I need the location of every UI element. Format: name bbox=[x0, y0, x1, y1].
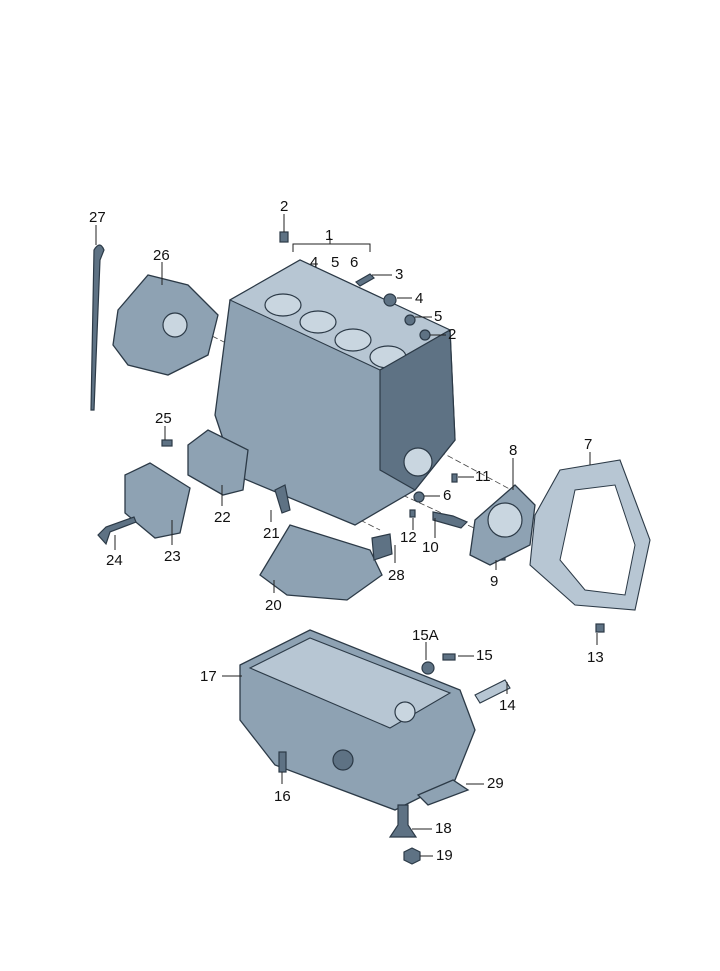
label-24: 24 bbox=[106, 552, 123, 569]
label-20: 20 bbox=[265, 597, 282, 614]
label-7: 7 bbox=[584, 436, 592, 453]
label-11: 11 bbox=[475, 468, 491, 485]
label-23: 23 bbox=[164, 548, 181, 565]
label-29: 29 bbox=[487, 775, 504, 792]
label-21: 21 bbox=[263, 525, 280, 542]
front-cover bbox=[112, 274, 219, 376]
rear-seal-flange bbox=[469, 484, 536, 566]
label-15: 15 bbox=[476, 647, 493, 664]
label-26: 26 bbox=[153, 247, 170, 264]
label-13: 13 bbox=[587, 649, 604, 666]
label-1-4: 4 bbox=[310, 254, 318, 271]
cylinder-block bbox=[214, 259, 456, 526]
label-1: 1 bbox=[325, 227, 333, 244]
gasket bbox=[529, 459, 651, 611]
dipstick bbox=[90, 244, 105, 411]
part-labels: 27 2 1 4 5 6 3 4 5 2 26 25 8 7 11 6 12 1… bbox=[89, 198, 604, 864]
label-15A: 15A bbox=[412, 627, 439, 644]
oil-pan-parts bbox=[278, 653, 511, 865]
label-17: 17 bbox=[200, 668, 217, 685]
label-25: 25 bbox=[155, 410, 172, 427]
label-14: 14 bbox=[499, 697, 516, 714]
label-6: 6 bbox=[443, 487, 451, 504]
baffle bbox=[259, 524, 393, 601]
label-18: 18 bbox=[435, 820, 452, 837]
label-27: 27 bbox=[89, 209, 106, 226]
leader-lines bbox=[95, 214, 598, 857]
label-12: 12 bbox=[400, 529, 417, 546]
label-1-5: 5 bbox=[331, 254, 339, 271]
brackets bbox=[97, 429, 291, 546]
label-3: 3 bbox=[395, 266, 403, 283]
label-8: 8 bbox=[509, 442, 517, 459]
label-16: 16 bbox=[274, 788, 291, 805]
label-2: 2 bbox=[280, 198, 288, 215]
label-2b: 2 bbox=[448, 326, 456, 343]
label-19: 19 bbox=[436, 847, 453, 864]
oil-pan bbox=[239, 629, 476, 811]
label-10: 10 bbox=[422, 539, 439, 556]
label-4: 4 bbox=[415, 290, 423, 307]
label-1-6: 6 bbox=[350, 254, 358, 271]
label-9: 9 bbox=[490, 573, 498, 590]
label-5: 5 bbox=[434, 308, 442, 325]
label-22: 22 bbox=[214, 509, 231, 526]
label-28: 28 bbox=[388, 567, 405, 584]
